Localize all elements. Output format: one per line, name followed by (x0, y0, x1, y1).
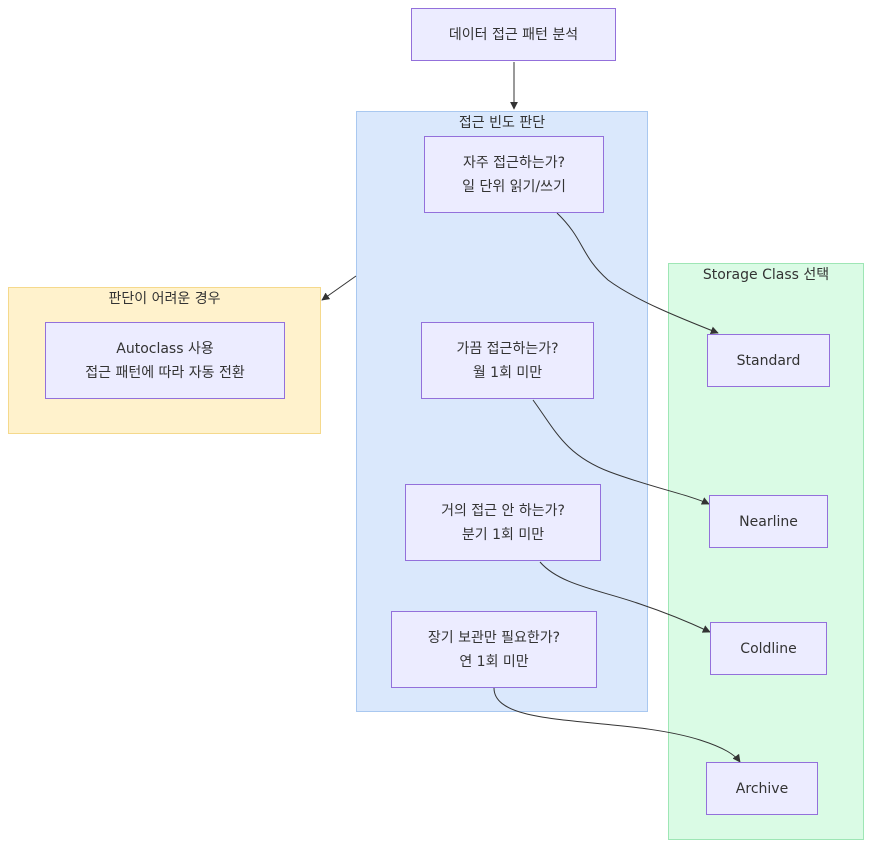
edge-archive-to-archive (493, 687, 741, 763)
node-coldline-label: Coldline (740, 640, 797, 657)
node-rare-line2: 분기 1회 미만 (461, 526, 545, 543)
cluster-fallback-title: 판단이 어려운 경우 (108, 291, 221, 307)
node-autoclass-line1: Autoclass 사용 (116, 340, 214, 357)
edge-rare-to-coldline (539, 561, 711, 633)
edge-occasional-to-nearline (532, 399, 710, 505)
cluster-storage-title: Storage Class 선택 (702, 267, 830, 283)
node-start-label: 데이터 접근 패턴 분석 (448, 26, 579, 43)
node-autoclass[interactable]: Autoclass 사용 접근 패턴에 따라 자동 전환 (45, 322, 285, 399)
node-autoclass-line2: 접근 패턴에 따라 자동 전환 (85, 364, 245, 381)
node-standard-label: Standard (736, 352, 801, 369)
node-occasional-line2: 월 1회 미만 (472, 364, 543, 381)
node-frequent-access[interactable]: 자주 접근하는가? 일 단위 읽기/쓰기 (424, 136, 604, 213)
edge-frequency-to-autoclass (321, 275, 357, 301)
node-archive-label: Archive (735, 780, 789, 797)
node-occasional-access[interactable]: 가끔 접근하는가? 월 1회 미만 (421, 322, 594, 399)
node-start[interactable]: 데이터 접근 패턴 분석 (411, 8, 616, 61)
edge-frequent-to-standard (556, 212, 719, 335)
node-nearline-label: Nearline (739, 513, 798, 530)
node-standard[interactable]: Standard (707, 334, 830, 387)
node-long-term-storage[interactable]: 장기 보관만 필요한가? 연 1회 미만 (391, 611, 597, 688)
node-coldline[interactable]: Coldline (710, 622, 827, 675)
node-archive[interactable]: Archive (706, 762, 818, 815)
node-rare-line1: 거의 접근 안 하는가? (441, 502, 565, 519)
node-long-term-line2: 연 1회 미만 (459, 653, 529, 670)
node-long-term-line1: 장기 보관만 필요한가? (427, 629, 561, 646)
node-rare-access[interactable]: 거의 접근 안 하는가? 분기 1회 미만 (405, 484, 601, 561)
node-nearline[interactable]: Nearline (709, 495, 828, 548)
node-frequent-line2: 일 단위 읽기/쓰기 (462, 178, 566, 195)
cluster-frequency-title: 접근 빈도 판단 (458, 115, 546, 131)
node-occasional-line1: 가끔 접근하는가? (456, 340, 559, 357)
node-frequent-line1: 자주 접근하는가? (462, 154, 566, 171)
